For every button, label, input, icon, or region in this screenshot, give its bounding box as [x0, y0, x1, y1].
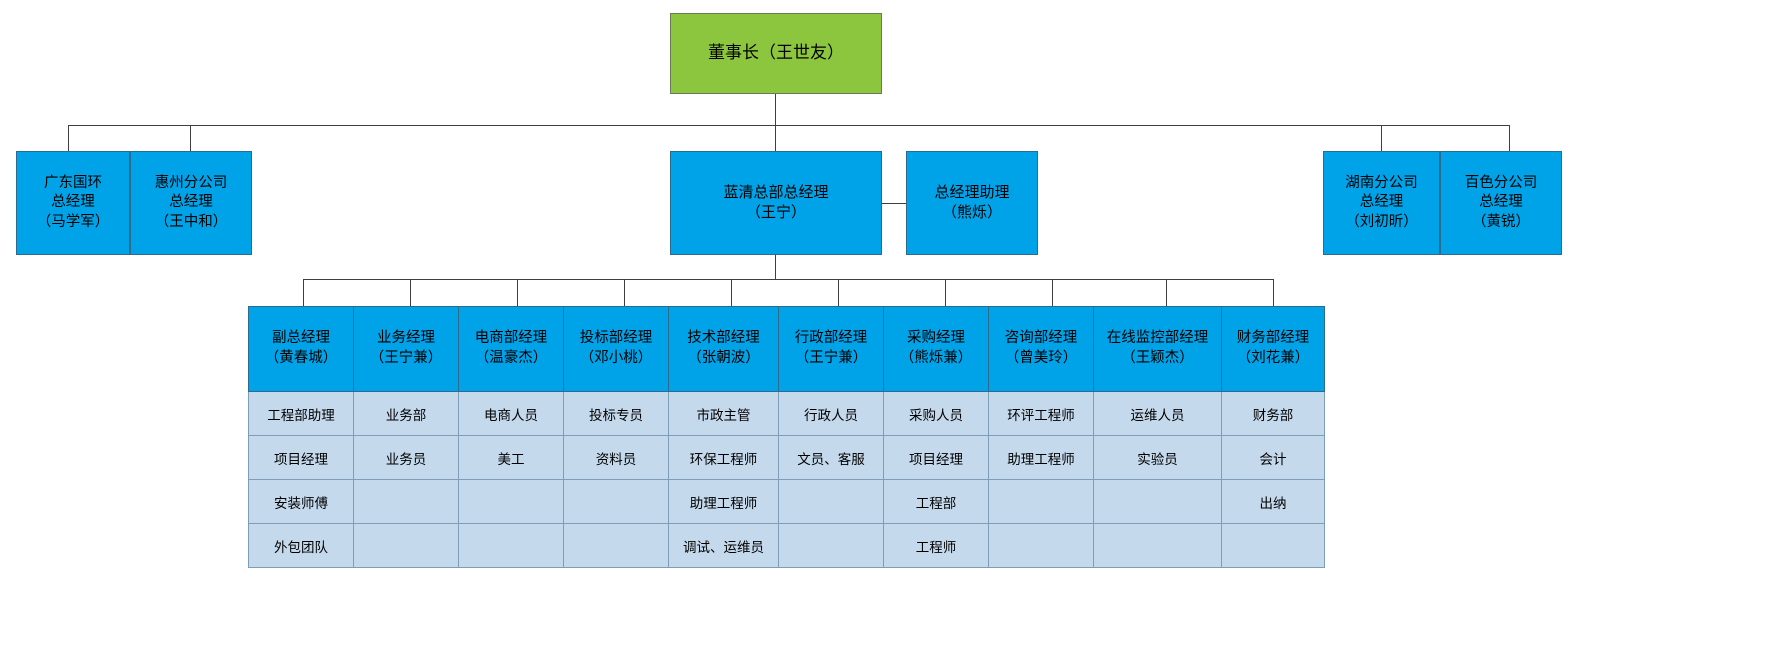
connector-drop-hunan: [1381, 125, 1382, 151]
connector-drop-dept-5: [731, 279, 732, 306]
connector-hq-stem: [775, 255, 776, 279]
department-empty-cell: [778, 479, 884, 524]
department-staff-cell[interactable]: 业务部: [353, 391, 459, 436]
department-staff-row: 外包团队 调试、运维员 工程师: [248, 523, 1325, 568]
connector-drop-dept-10: [1273, 279, 1274, 306]
department-empty-cell: [458, 479, 564, 524]
department-staff-cell[interactable]: 美工: [458, 435, 564, 480]
department-staff-cell[interactable]: 安装师傅: [248, 479, 354, 524]
department-header-cell[interactable]: 投标部经理 （邓小桃）: [563, 306, 669, 392]
node-branch-huizhou[interactable]: 惠州分公司 总经理 （王中和）: [130, 151, 252, 255]
department-staff-cell[interactable]: 外包团队: [248, 523, 354, 568]
department-staff-cell[interactable]: 电商人员: [458, 391, 564, 436]
department-empty-cell: [353, 523, 459, 568]
department-header-cell[interactable]: 副总经理 （黄春城）: [248, 306, 354, 392]
department-empty-cell: [1093, 479, 1222, 524]
department-staff-cell[interactable]: 投标专员: [563, 391, 669, 436]
department-empty-cell: [563, 523, 669, 568]
department-empty-cell: [988, 479, 1094, 524]
department-staff-cell[interactable]: 环评工程师: [988, 391, 1094, 436]
connector-drop-guangdong: [68, 125, 69, 151]
node-hq-manager[interactable]: 蓝清总部总经理 （王宁）: [670, 151, 882, 255]
department-staff-row: 工程部助理业务部电商人员投标专员市政主管行政人员采购人员环评工程师运维人员财务部: [248, 391, 1325, 436]
department-staff-cell[interactable]: 调试、运维员: [668, 523, 779, 568]
department-staff-cell[interactable]: 资料员: [563, 435, 669, 480]
department-staff-row: 项目经理业务员美工资料员环保工程师文员、客服项目经理助理工程师实验员会计: [248, 435, 1325, 480]
connector-drop-huizhou: [190, 125, 191, 151]
department-empty-cell: [778, 523, 884, 568]
node-gm-assistant[interactable]: 总经理助理 （熊烁）: [906, 151, 1038, 255]
department-staff-cell[interactable]: 助理工程师: [668, 479, 779, 524]
department-header-cell[interactable]: 技术部经理 （张朝波）: [668, 306, 779, 392]
connector-drop-dept-2: [410, 279, 411, 306]
department-staff-cell[interactable]: 文员、客服: [778, 435, 884, 480]
department-staff-cell[interactable]: 财务部: [1221, 391, 1325, 436]
connector-drop-dept-7: [945, 279, 946, 306]
department-header-cell[interactable]: 财务部经理 （刘花兼）: [1221, 306, 1325, 392]
department-staff-cell[interactable]: 工程部: [883, 479, 989, 524]
department-header-cell[interactable]: 电商部经理 （温豪杰）: [458, 306, 564, 392]
department-staff-cell[interactable]: 项目经理: [248, 435, 354, 480]
department-staff-cell[interactable]: 行政人员: [778, 391, 884, 436]
department-staff-cell[interactable]: 工程部助理: [248, 391, 354, 436]
department-staff-cell[interactable]: 业务员: [353, 435, 459, 480]
department-staff-cell[interactable]: 实验员: [1093, 435, 1222, 480]
department-empty-cell: [563, 479, 669, 524]
department-staff-cell[interactable]: 环保工程师: [668, 435, 779, 480]
department-staff-cell[interactable]: 工程师: [883, 523, 989, 568]
department-empty-cell: [988, 523, 1094, 568]
department-empty-cell: [353, 479, 459, 524]
department-header-cell[interactable]: 咨询部经理 （曾美玲）: [988, 306, 1094, 392]
connector-drop-dept-6: [838, 279, 839, 306]
department-staff-cell[interactable]: 采购人员: [883, 391, 989, 436]
connector-drop-baise: [1509, 125, 1510, 151]
connector-drop-dept-8: [1052, 279, 1053, 306]
department-staff-cell[interactable]: 市政主管: [668, 391, 779, 436]
department-staff-cell[interactable]: 会计: [1221, 435, 1325, 480]
department-empty-cell: [1093, 523, 1222, 568]
node-branch-baise[interactable]: 百色分公司 总经理 （黄锐）: [1440, 151, 1562, 255]
connector-drop-hq: [775, 125, 776, 151]
department-staff-cell[interactable]: 助理工程师: [988, 435, 1094, 480]
connector-level2-bus: [68, 125, 1510, 126]
department-header-cell[interactable]: 业务经理 （王宁兼）: [353, 306, 459, 392]
department-staff-cell[interactable]: 运维人员: [1093, 391, 1222, 436]
department-empty-cell: [458, 523, 564, 568]
node-branch-hunan[interactable]: 湖南分公司 总经理 （刘初昕）: [1323, 151, 1440, 255]
department-header-cell[interactable]: 采购经理 （熊烁兼）: [883, 306, 989, 392]
connector-drop-dept-4: [624, 279, 625, 306]
department-header-row: 副总经理 （黄春城）业务经理 （王宁兼）电商部经理 （温豪杰）投标部经理 （邓小…: [248, 306, 1325, 392]
department-empty-cell: [1221, 523, 1325, 568]
department-staff-cell[interactable]: 出纳: [1221, 479, 1325, 524]
connector-drop-dept-3: [517, 279, 518, 306]
connector-dept-bus: [303, 279, 1273, 280]
node-branch-guangdong[interactable]: 广东国环 总经理 （马学军）: [16, 151, 130, 255]
department-staff-cell[interactable]: 项目经理: [883, 435, 989, 480]
department-header-cell[interactable]: 在线监控部经理 （王颖杰）: [1093, 306, 1222, 392]
connector-drop-dept-1: [303, 279, 304, 306]
department-staff-row: 安装师傅 助理工程师 工程部 出纳: [248, 479, 1325, 524]
department-header-cell[interactable]: 行政部经理 （王宁兼）: [778, 306, 884, 392]
department-matrix: 副总经理 （黄春城）业务经理 （王宁兼）电商部经理 （温豪杰）投标部经理 （邓小…: [248, 306, 1325, 568]
connector-chairman-stem: [775, 94, 776, 125]
connector-drop-dept-9: [1166, 279, 1167, 306]
connector-hq-assistant: [882, 203, 906, 204]
node-chairman[interactable]: 董事长（王世友）: [670, 13, 882, 94]
